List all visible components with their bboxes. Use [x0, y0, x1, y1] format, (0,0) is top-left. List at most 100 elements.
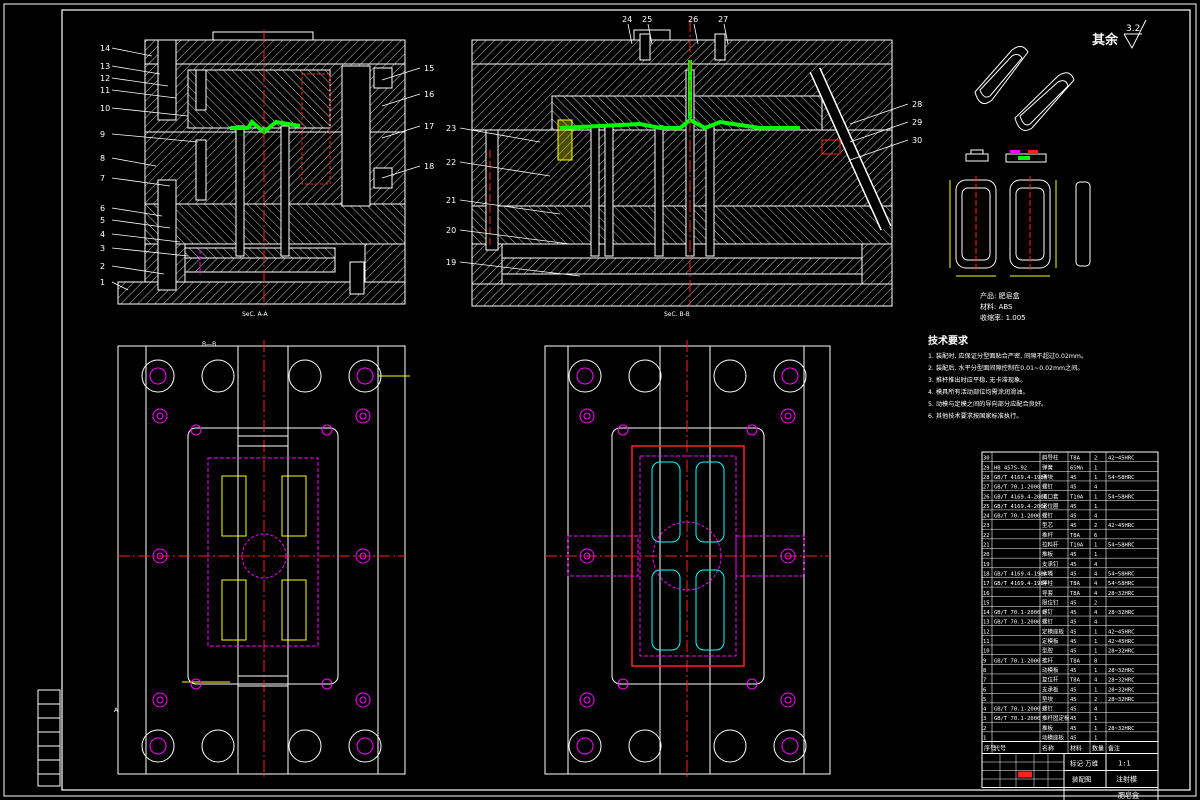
bom-cell-number: 30	[983, 456, 990, 462]
guide-hole	[288, 359, 322, 393]
bom-cell-qty: 1	[1094, 629, 1097, 635]
bolt-hole-inner	[583, 552, 591, 560]
bom-header-cell: 数量	[1092, 745, 1104, 753]
leader-line	[111, 281, 129, 291]
callout-number: 12	[100, 74, 110, 83]
bom-cell-name: 定模座板	[1042, 627, 1065, 635]
bom-cell-qty: 2	[1094, 600, 1097, 606]
leader-line	[693, 23, 699, 45]
callout-number: 28	[912, 100, 922, 109]
pin-hole	[746, 678, 758, 690]
callout-number: 25	[642, 15, 652, 24]
bom-cell-qty: 1	[1094, 649, 1097, 655]
screw-hole	[781, 367, 799, 385]
bom-cell-material: 45	[1070, 620, 1077, 626]
bom-cell-code: GB/T 70.1-2000	[994, 707, 1040, 713]
callout-number: 22	[446, 158, 456, 167]
bom-cell-qty: 4	[1094, 591, 1098, 597]
bom-header-cell: 代号	[994, 745, 1006, 753]
leader-line	[459, 127, 541, 143]
bom-cell-number: 11	[983, 639, 990, 645]
callout-number: 20	[446, 226, 456, 235]
left-margin-block	[37, 689, 61, 787]
leader-line	[849, 139, 909, 161]
bom-cell-number: 1	[983, 736, 986, 742]
bom-cell-code: GB/T 70.1-2000	[994, 485, 1040, 491]
bom-cell-qty: 4	[1094, 562, 1098, 568]
bom-cell-name: 推杆	[1042, 656, 1054, 664]
tech-req-line: 2. 装配后, 水平分型面间隙控制在0.01~0.02mm之间。	[928, 364, 1084, 372]
bom-cell-number: 2	[983, 726, 986, 732]
bom-cell-material: 45	[1070, 649, 1077, 655]
leader-line	[111, 219, 171, 229]
bom-cell-code: HB 4575-92	[994, 465, 1027, 471]
bom-cell-note: 28~32HRC	[1108, 687, 1135, 693]
plan-left-holes	[141, 359, 382, 763]
bom-cell-note: 28~32HRC	[1108, 697, 1135, 703]
bom-cell-name: 复位杆	[1042, 676, 1059, 684]
bolt-hole	[355, 408, 371, 424]
title-red-mark	[1018, 771, 1032, 778]
bom-cell-note: 54~58HRC	[1108, 581, 1135, 587]
title-mark-text: 标记·万维	[1070, 759, 1099, 768]
bom-cell-name: 限位钉	[1042, 598, 1059, 606]
bom-cell-name: 螺钉	[1042, 705, 1054, 713]
bolt-hole	[355, 692, 371, 708]
bom-cell-material: 45	[1070, 668, 1077, 674]
bom-cell-code: GB/T 4169.4-1984	[994, 581, 1048, 587]
bom-cell-name: 推板	[1042, 724, 1054, 732]
bom-cell-number: 10	[983, 649, 990, 655]
bom-cell-number: 29	[983, 465, 990, 471]
bolt-hole	[579, 692, 595, 708]
leader-line	[111, 233, 181, 243]
guide-hole	[568, 359, 602, 393]
bom-cell-material: 45	[1070, 639, 1077, 645]
guide-hole	[201, 729, 235, 763]
bom-cell-name: 动模座板	[1042, 734, 1065, 742]
section-a-view	[117, 30, 406, 306]
bolt-hole	[780, 408, 796, 424]
bolt-hole	[152, 408, 168, 424]
bom-header-cell: 备注	[1108, 745, 1120, 753]
bom-cell-number: 15	[983, 600, 990, 606]
tech-req-line: 4. 模具所有活动部位均需涂润滑油。	[928, 388, 1029, 396]
bom-cell-name: 螺钉	[1042, 512, 1054, 520]
bom-cell-number: 8	[983, 668, 986, 674]
bom-cell-name: 水嘴	[1042, 569, 1054, 577]
bom-cell-qty: 4	[1094, 678, 1098, 684]
bom-cell-name: 导柱	[1042, 579, 1054, 587]
bom-cell-number: 13	[983, 620, 990, 626]
leader-line	[111, 247, 189, 257]
screw-hole	[149, 737, 167, 755]
callout-number: 26	[688, 15, 698, 24]
bom-cell-qty: 4	[1094, 610, 1098, 616]
callout-number: 11	[100, 86, 110, 95]
callout-number: 23	[446, 124, 456, 133]
bolt-hole-inner	[784, 552, 792, 560]
bom-cell-name: 支承板	[1042, 685, 1059, 693]
bom-cell-note: 28~32HRC	[1108, 591, 1135, 597]
bom-cell-material: 45	[1070, 514, 1077, 520]
guide-hole	[141, 729, 175, 763]
screw-hole	[576, 367, 594, 385]
bom-cell-material: 45	[1070, 736, 1077, 742]
roughness-note: 其余	[1092, 32, 1119, 48]
section-mark-b: B—B	[202, 341, 216, 348]
leader-line	[459, 261, 581, 277]
bom-header-cell: 材料	[1070, 745, 1082, 753]
bom-cell-number: 23	[983, 523, 990, 529]
bom-cell-qty: 4	[1094, 514, 1098, 520]
bom-cell-number: 25	[983, 504, 990, 510]
leader-line	[111, 207, 163, 217]
bom-cell-material: 45	[1070, 485, 1077, 491]
title-name-box	[1063, 787, 1159, 800]
bom-cell-qty: 6	[1094, 533, 1097, 539]
callout-number: 27	[718, 15, 728, 24]
bom-cell-number: 24	[983, 514, 990, 520]
bom-cell-material: T10A	[1070, 494, 1084, 500]
bolt-hole-inner	[156, 552, 164, 560]
bom-cell-name: 螺钉	[1042, 618, 1054, 626]
bom-cell-material: 45	[1070, 475, 1077, 481]
bom-cell-qty: 1	[1094, 736, 1097, 742]
